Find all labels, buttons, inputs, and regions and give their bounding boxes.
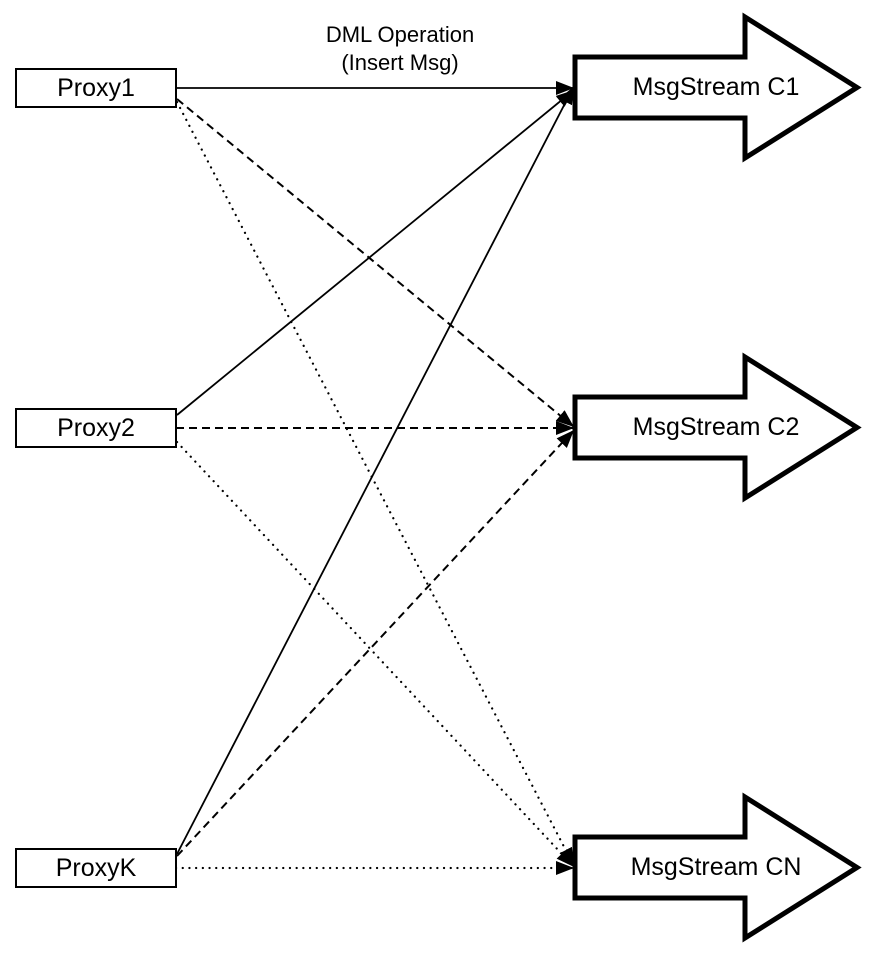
proxyk-label: ProxyK [55,853,137,882]
proxyk-node: ProxyK [15,848,177,888]
edge-proxyk-to-msgstream-c2 [176,429,575,857]
msgstream-c2-arrow-shape [572,352,862,503]
msgstream-cn-arrow-shape [572,792,862,943]
edge-proxyk-to-msgstream-c1 [176,85,575,855]
stream-arrow-group [572,12,862,943]
proxy2-label: Proxy2 [57,413,135,442]
proxy2-node: Proxy2 [15,408,177,448]
proxy1-node: Proxy1 [15,68,177,108]
msgstream-c1-arrow-shape [572,12,862,163]
edge-proxy1-to-msgstream-cn [175,100,576,868]
dml-operation-label-line1: DML Operation [325,22,475,47]
proxy1-label: Proxy1 [57,73,135,102]
dml-operation-label: DML Operation (Insert Msg) [250,21,550,76]
edge-group [174,81,576,875]
edge-proxy2-to-msgstream-c1 [176,89,575,416]
edge-proxy2-to-msgstream-cn [175,440,576,869]
edge-proxy1-to-msgstream-c2 [176,98,575,428]
dml-operation-label-line2: (Insert Msg) [341,49,459,75]
